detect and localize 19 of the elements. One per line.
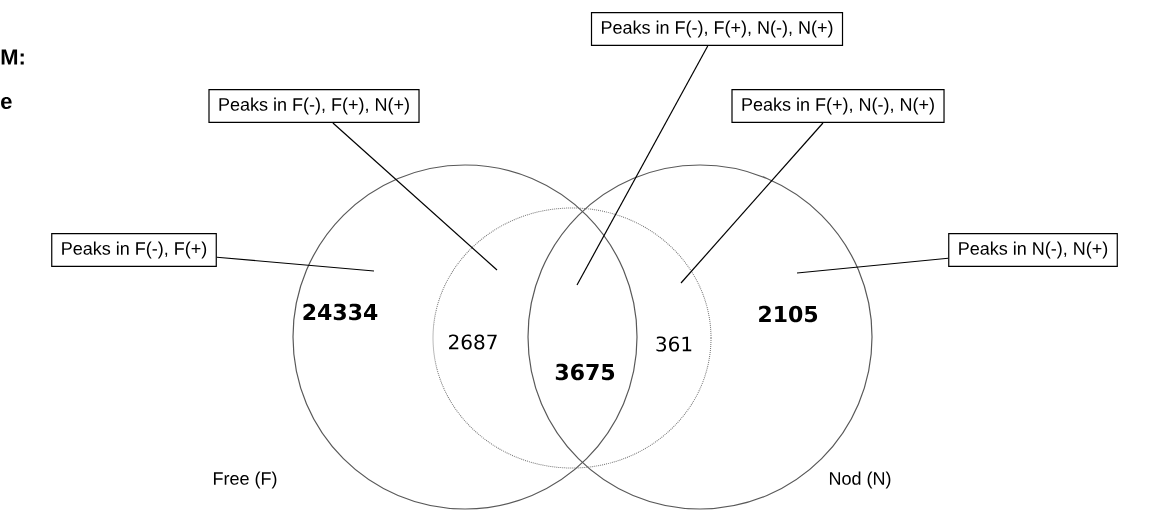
leader-line bbox=[576, 45, 709, 286]
count-number: 24334 bbox=[303, 303, 378, 321]
leader-line bbox=[796, 257, 949, 274]
leader-line bbox=[216, 256, 375, 272]
label-box: Peaks in N(-), N(+) bbox=[948, 233, 1118, 267]
label-box: Peaks in F(-), F(+), N(+) bbox=[208, 89, 420, 123]
count-number: 361 bbox=[656, 336, 692, 352]
count-number: 2105 bbox=[759, 305, 818, 323]
leader-line bbox=[332, 122, 498, 271]
leader-line bbox=[680, 122, 824, 284]
label-box: Peaks in F(-), F(+) bbox=[51, 233, 217, 267]
set-label: Free (F) bbox=[214, 471, 277, 489]
label-box: Peaks in F(-), F(+), N(-), N(+) bbox=[590, 12, 844, 46]
count-number: 3675 bbox=[555, 363, 615, 381]
heading-text: e bbox=[1, 96, 12, 110]
count-number: 2687 bbox=[449, 334, 497, 350]
set-label: Nod (N) bbox=[830, 471, 891, 489]
label-box: Peaks in F(+), N(-), N(+) bbox=[731, 89, 945, 123]
heading-text: M: bbox=[1, 49, 24, 65]
